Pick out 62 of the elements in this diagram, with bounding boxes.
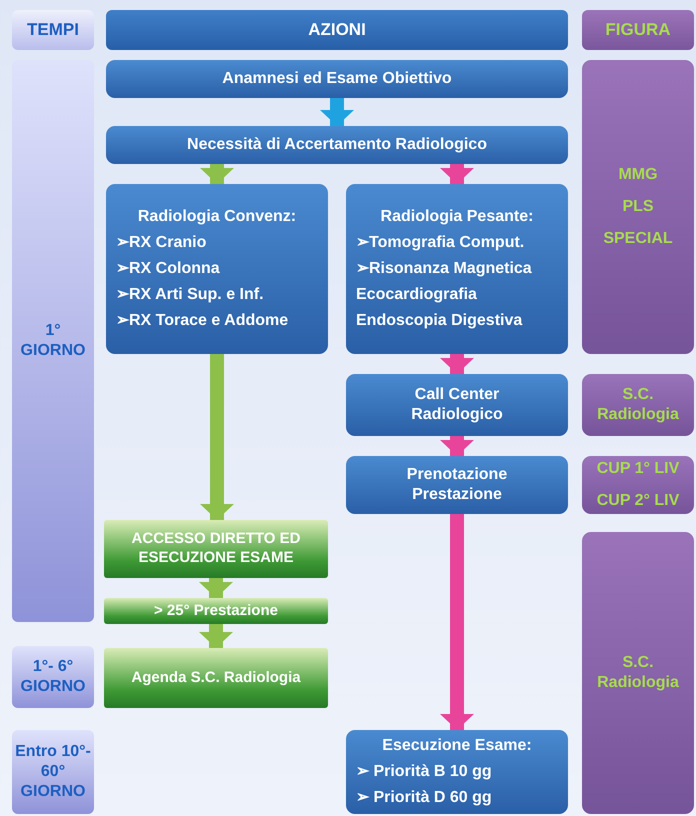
time-band [12,646,94,708]
process-box [104,648,328,708]
arrow [200,354,234,520]
arrow [440,164,474,184]
role-box [582,532,694,814]
process-box [106,184,328,354]
list-item: ➢RX Cranio [115,233,208,253]
list-item: ➢Tomografia Comput. [355,233,526,253]
list-item: SPECIAL [603,229,673,249]
list-item: ➢RX Arti Sup. e Inf. [115,285,265,305]
box-label: Necessità di Accertamento Radiologico [187,135,487,155]
box-label: S.C. Radiologia [596,385,680,425]
box-heading: Radiologia Convenz: [136,207,298,227]
box-label: > 25° Prestazione [154,602,278,620]
box-label: 1° GIORNO [20,321,86,361]
column-header [106,10,568,50]
box-label: S.C. Radiologia [596,653,680,693]
list-item: ➢RX Colonna [115,259,221,279]
process-box [346,456,568,514]
list-item: ➢ Priorità B 10 gg [355,762,493,782]
arrow [199,578,233,598]
process-box [106,126,568,164]
list-item: ➢RX Torace e Addome [115,311,290,331]
box-label: FIGURA [605,19,671,41]
column-header [12,10,94,50]
list-item: ➢ Priorità D 60 gg [355,788,493,808]
process-box [104,598,328,624]
box-label: Call Center Radiologico [410,385,504,425]
process-box [106,60,568,98]
arrow [199,624,233,648]
time-band [12,60,94,622]
box-heading: Radiologia Pesante: [380,207,534,227]
process-box [346,184,568,354]
box-label: Anamnesi ed Esame Obiettivo [222,69,452,89]
column-header [582,10,694,50]
time-band [12,730,94,814]
box-label: TEMPI [27,19,79,41]
list-item: CUP 2° LIV [596,491,680,511]
process-box [104,520,328,578]
box-label: Entro 10°- 60° GIORNO [14,742,92,802]
box-label: Agenda S.C. Radiologia [131,668,301,688]
box-label: 1°- 6° GIORNO [20,657,86,697]
process-box [346,374,568,436]
arrow [440,514,474,730]
list-item: PLS [622,197,654,217]
list-item: Ecocardiografia [355,285,478,305]
role-box [582,60,694,354]
arrow [320,98,354,126]
box-label: AZIONI [308,19,366,41]
process-box [346,730,568,814]
list-item: CUP 1° LIV [596,459,680,479]
box-heading: Esecuzione Esame: [381,736,533,756]
arrow [200,164,234,184]
box-label: Prenotazione Prestazione [406,465,508,505]
role-box [582,456,694,514]
arrow [440,354,474,374]
box-label: ACCESSO DIRETTO ED ESECUZIONE ESAME [130,530,302,568]
list-item: MMG [618,165,658,185]
arrow [440,436,474,456]
list-item: Endoscopia Digestiva [355,311,524,331]
role-box [582,374,694,436]
list-item: ➢Risonanza Magnetica [355,259,533,279]
